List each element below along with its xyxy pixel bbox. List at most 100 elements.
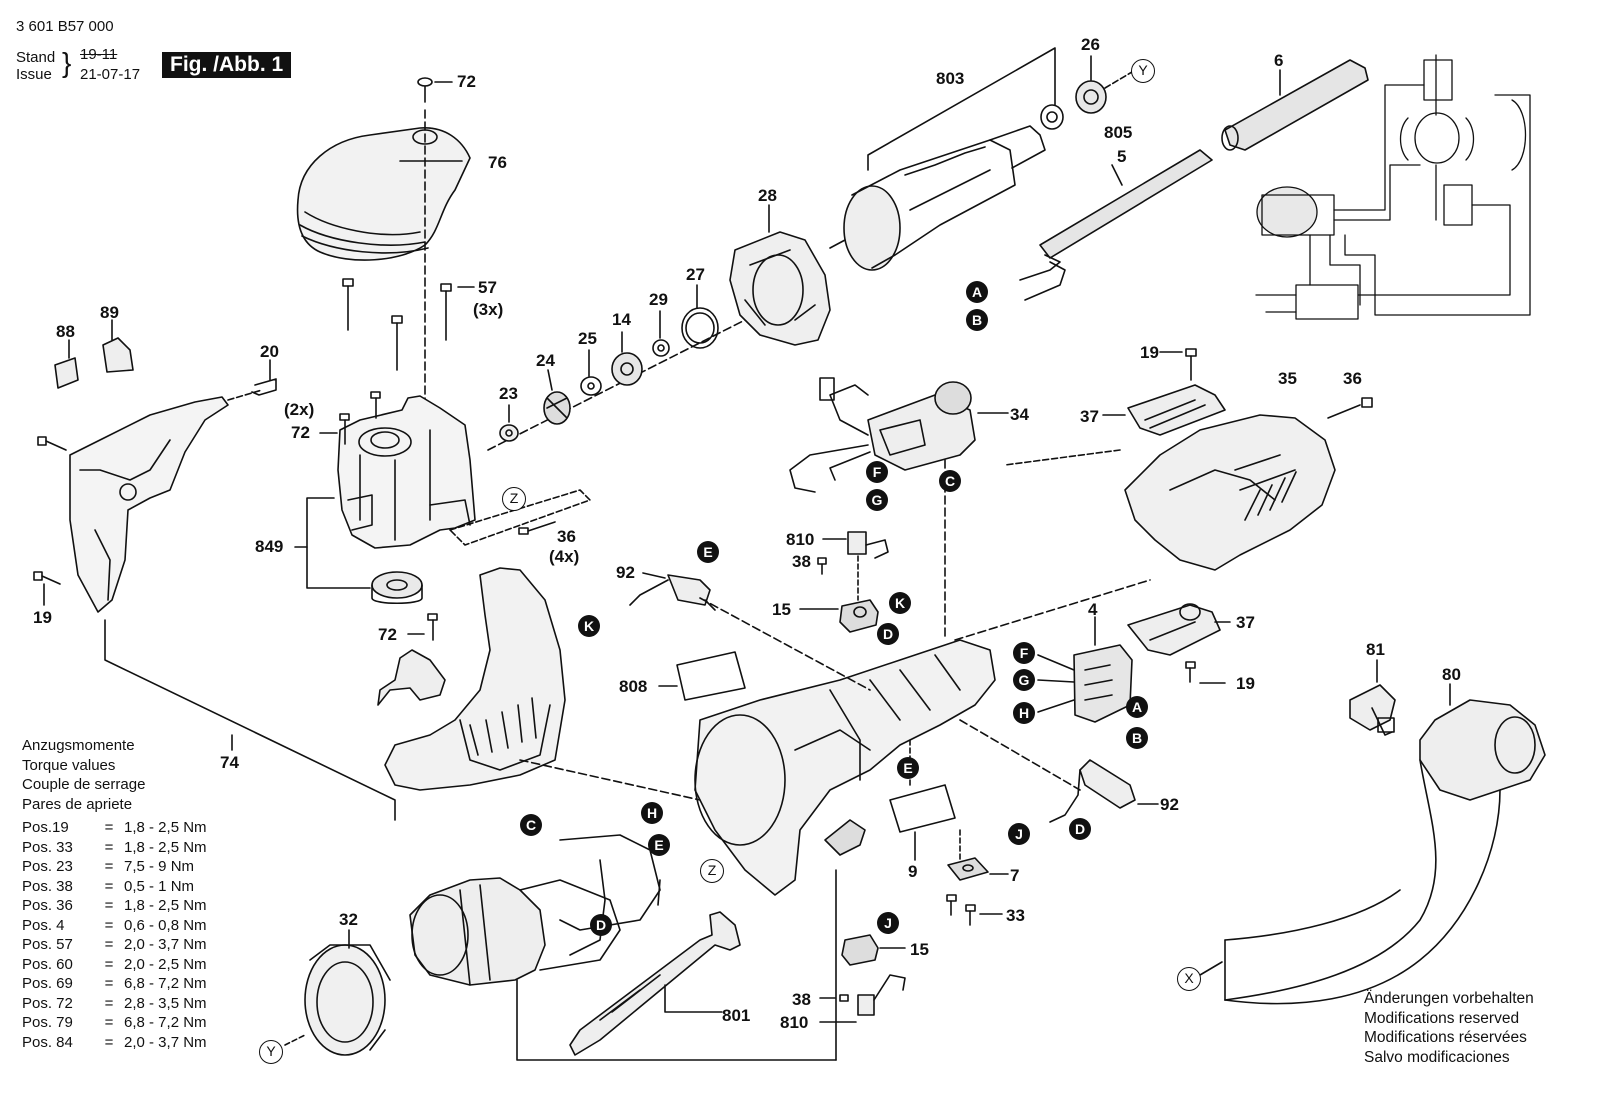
torque-title-fr: Couple de serrage [22, 776, 146, 793]
torque-title-de: Anzugsmomente [22, 737, 135, 754]
torque-title-es: Pares de apriete [22, 795, 133, 813]
clip-92-left [629, 574, 716, 611]
part-label-57: 57 [478, 278, 497, 297]
torque-row: Pos. 33=1,8 - 2,5 Nm [22, 838, 207, 856]
part-label-26: 26 [1081, 35, 1100, 54]
connector-marker-f-2: F [1013, 642, 1035, 664]
part-label-28: 28 [758, 186, 777, 205]
figure-badge: Fig. /Abb. 1 [162, 52, 292, 78]
part-label-19: 19 [33, 608, 52, 627]
part-label-4: 4 [1088, 600, 1098, 619]
bearing-14 [611, 352, 643, 386]
hose-80 [1224, 699, 1546, 1005]
part-number: 3 601 B57 000 [16, 18, 114, 35]
part-label-72-c: 72 [378, 625, 397, 644]
ring-29 [652, 339, 670, 357]
connector-marker-d-3: D [1069, 818, 1091, 840]
connector-marker-d-2: D [590, 914, 612, 936]
torque-row: Pos. 57=2,0 - 3,7 Nm [22, 936, 207, 953]
torque-row: Pos. 4=0,6 - 0,8 Nm [22, 916, 207, 934]
bearing-849 [371, 571, 423, 605]
part-label-89: 89 [100, 303, 119, 322]
part-label-808: 808 [619, 677, 648, 696]
part-label-24: 24 [536, 351, 555, 370]
part-label-15: 15 [772, 600, 791, 619]
connector-marker-a: A [966, 281, 988, 303]
connector-marker-a-2: A [1126, 696, 1148, 718]
brace-icon: } [62, 47, 72, 78]
nut-23 [499, 424, 519, 442]
ring-27 [681, 307, 719, 349]
part-81 [1349, 684, 1396, 736]
part-label-19-c: 19 [1236, 674, 1255, 693]
connector-marker-k-2: K [578, 615, 600, 637]
torque-row: Pos. 72=2,8 - 3,5 Nm [22, 994, 207, 1012]
part-label-5: 5 [1117, 147, 1127, 166]
part-label-15-b: 15 [910, 940, 929, 959]
connector-marker-e-2: E [897, 757, 919, 779]
stator-field [409, 877, 621, 986]
connector-marker-b-2: B [1126, 727, 1148, 749]
part-label-72-b: 72 [291, 423, 310, 442]
gear-housing-drawing [337, 395, 476, 549]
torque-title-en: Torque values [22, 756, 116, 774]
connector-marker-k: K [889, 592, 911, 614]
armature-803 [829, 125, 1046, 271]
torque-row: Pos. 38=0,5 - 1 Nm [22, 877, 195, 895]
brush-holder-15-top [839, 599, 879, 633]
torque-table: Anzugsmomente Torque values Couple de se… [22, 736, 207, 1052]
switch-lever-801 [569, 911, 741, 1056]
brush-810-top [847, 531, 889, 559]
stand-date: 19-11 [80, 46, 118, 63]
part-label-803: 803 [936, 69, 965, 88]
connector-marker-e: E [697, 541, 719, 563]
issue-date: 21-07-17 [80, 66, 141, 83]
tube-5 [1039, 149, 1213, 259]
part-label-76: 76 [488, 153, 507, 172]
connector-marker-g-2: G [1013, 669, 1035, 691]
screw-72-top [417, 77, 453, 103]
connector-marker-j: J [1008, 823, 1030, 845]
tube-6 [1221, 59, 1369, 151]
torque-row: Pos. 60=2,0 - 2,5 Nm [22, 955, 207, 973]
torque-row: Pos. 79=6,8 - 7,2 Nm [22, 1014, 207, 1031]
connector-marker-h-2: H [641, 802, 663, 824]
part-label-19-b: 19 [1140, 343, 1159, 362]
part-label-36-b: 36 [1343, 369, 1362, 388]
part-label-38-b: 38 [792, 990, 811, 1009]
part-7 [947, 857, 989, 881]
part-label-38: 38 [792, 552, 811, 571]
part-label-27: 27 [686, 265, 705, 284]
part-label-9: 9 [908, 862, 918, 881]
cover-37-bottom [1127, 603, 1221, 656]
brush-810-bottom [857, 974, 906, 1016]
notice-es: Salvo modificaciones [1364, 1048, 1510, 1066]
notice-en: Modifications reserved [1364, 1009, 1520, 1027]
reference-marker-z: Z [502, 487, 526, 511]
part-label-33: 33 [1006, 906, 1025, 925]
part-label-810-b: 810 [780, 1013, 809, 1032]
washer-25 [580, 376, 602, 396]
top-cover-drawing [296, 127, 471, 261]
connector-marker-f: F [866, 461, 888, 483]
connector-marker-h: H [1013, 702, 1035, 724]
connector-marker-d: D [877, 623, 899, 645]
part-label-25: 25 [578, 329, 597, 348]
part-label-801: 801 [722, 1006, 751, 1025]
lower-housing-drawing [377, 567, 566, 791]
reference-marker-y-2: Y [259, 1040, 283, 1064]
issue-label: Issue [16, 66, 52, 83]
part-label-88: 88 [56, 322, 75, 341]
part-label-2x: (2x) [284, 400, 315, 419]
torque-row: Pos. 36=1,8 - 2,5 Nm [22, 897, 207, 914]
part-label-72: 72 [457, 72, 476, 91]
gear-24 [543, 391, 571, 425]
part-label-3x: (3x) [473, 300, 504, 319]
connector-marker-b: B [966, 309, 988, 331]
part-label-80: 80 [1442, 665, 1461, 684]
screw-36-right [1361, 397, 1373, 408]
part-label-20: 20 [260, 342, 279, 361]
part-label-14: 14 [612, 310, 631, 329]
